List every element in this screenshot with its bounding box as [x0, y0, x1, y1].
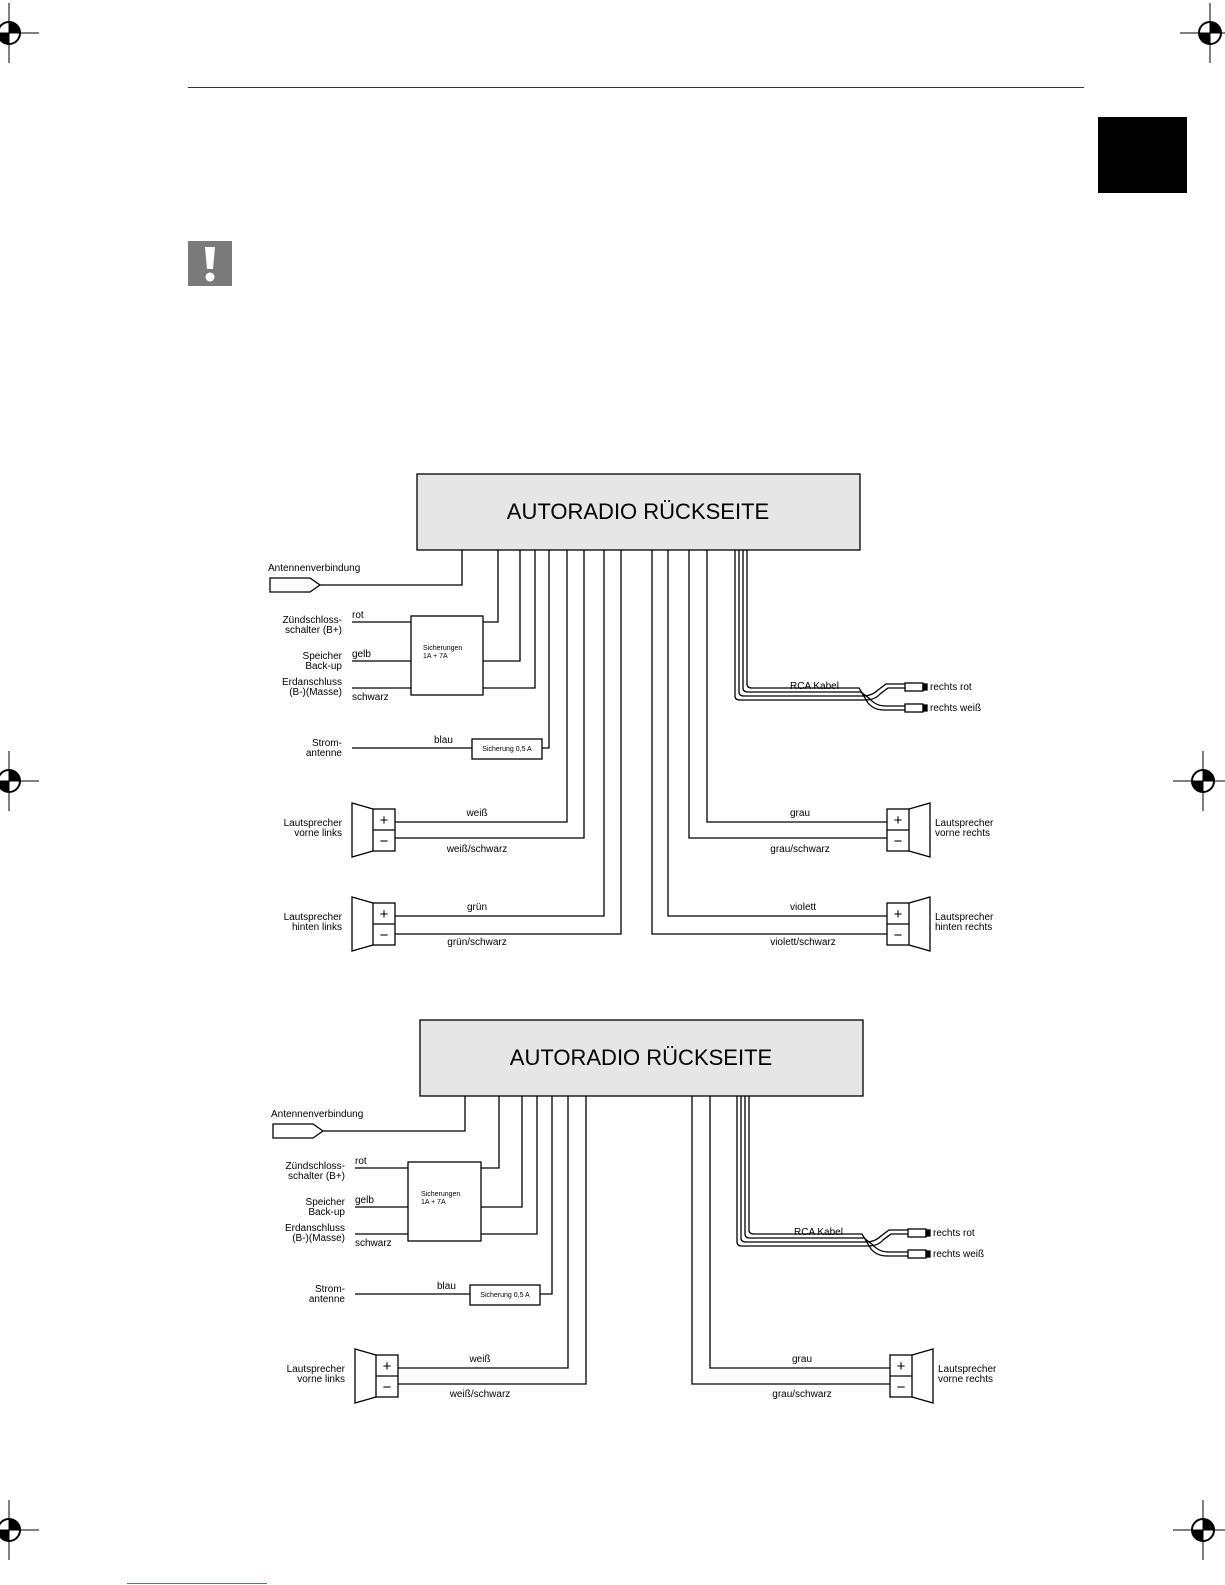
wire-label: schwarz [355, 1238, 392, 1249]
radio-box [419, 1019, 864, 1097]
ignition-label: Zündschloss- [283, 615, 342, 626]
fuse-block-label: 1A + 7A [421, 1199, 446, 1206]
wire-label: rot [352, 610, 364, 621]
footer-link-underline [127, 1583, 267, 1584]
wire-label: weiß/schwarz [446, 844, 508, 855]
ignition-label: schalter (B+) [288, 1171, 345, 1182]
fuse-block [407, 1161, 482, 1242]
fuse-block-label: Sicherungen [423, 645, 462, 652]
speaker-label: hinten rechts [935, 922, 992, 933]
plus-terminal: + [383, 1358, 392, 1375]
memory-label: Speicher [306, 1197, 346, 1208]
registration-mark-icon [0, 751, 39, 811]
header-rule [188, 87, 1084, 88]
wire-label: violett [790, 902, 816, 913]
minus-terminal: − [897, 1379, 906, 1396]
rca-red-label: rechts rot [930, 682, 972, 693]
wire-label: weiß/schwarz [449, 1389, 511, 1400]
fuse-small [471, 738, 543, 760]
ignition-label: schalter (B+) [285, 625, 342, 636]
wire-label: blau [437, 1281, 456, 1292]
antenna-label: Antennenverbindung [268, 563, 360, 574]
plus-terminal: + [894, 812, 903, 829]
registration-mark-icon [1173, 751, 1225, 811]
power-antenna-label: antenne [309, 1294, 346, 1305]
rca-white-label: rechts weiß [930, 703, 981, 714]
fuse-block-label: 1A + 7A [423, 653, 448, 660]
minus-terminal: − [380, 927, 389, 944]
ground-label: Erdanschluss [285, 1223, 345, 1234]
wire-label: grau [792, 1354, 812, 1365]
speaker-label: hinten links [292, 922, 342, 933]
wire-label: grün/schwarz [447, 937, 506, 948]
minus-terminal: − [380, 833, 389, 850]
plus-terminal: + [894, 906, 903, 923]
radio-title: AUTORADIO RÜCKSEITE [510, 1045, 772, 1070]
memory-label: Back-up [305, 661, 342, 672]
wire-label: blau [434, 735, 453, 746]
ground-label: (B-)(Masse) [292, 1233, 345, 1244]
rca-label: RCA Kabel [790, 681, 839, 692]
wire-label: grau/schwarz [770, 844, 829, 855]
chapter-tab [1098, 117, 1187, 193]
plus-terminal: + [380, 812, 389, 829]
speaker-label: Lautsprecher [938, 1364, 997, 1375]
rca-label: RCA Kabel [794, 1227, 843, 1238]
speaker-label: vorne rechts [938, 1374, 993, 1385]
speaker-label: Lautsprecher [935, 912, 994, 923]
speaker-label: Lautsprecher [287, 1364, 346, 1375]
speaker-label: Lautsprecher [284, 912, 343, 923]
wire-label: gelb [355, 1195, 374, 1206]
radio-title: AUTORADIO RÜCKSEITE [507, 499, 769, 524]
plus-terminal: + [897, 1358, 906, 1375]
minus-terminal: − [894, 833, 903, 850]
fuse-small [469, 1284, 541, 1306]
speaker-label: Lautsprecher [935, 818, 994, 829]
memory-label: Speicher [303, 651, 343, 662]
ignition-label: Zündschloss- [286, 1161, 345, 1172]
ground-label: (B-)(Masse) [289, 687, 342, 698]
speaker-label: Lautsprecher [284, 818, 343, 829]
wire-label: weiß [465, 808, 487, 819]
fuse-small-label: Sicherung 0,5 A [482, 746, 532, 753]
wire-label: weiß [468, 1354, 490, 1365]
speaker-label: vorne rechts [935, 828, 990, 839]
registration-mark-icon [0, 1500, 39, 1560]
power-antenna-label: Strom- [312, 738, 342, 749]
wire-label: grau [790, 808, 810, 819]
antenna-plug [269, 577, 322, 593]
memory-label: Back-up [308, 1207, 345, 1218]
registration-mark-icon [0, 3, 39, 63]
power-antenna-label: antenne [306, 748, 343, 759]
antenna-plug [272, 1123, 325, 1139]
fuse-block-label: Sicherungen [421, 1191, 460, 1198]
rca-white-label: rechts weiß [933, 1249, 984, 1260]
wire-label: grau/schwarz [772, 1389, 831, 1400]
exclamation-icon [188, 241, 232, 286]
wire-label: gelb [352, 649, 371, 660]
plus-terminal: + [380, 906, 389, 923]
ground-label: Erdanschluss [282, 677, 342, 688]
power-antenna-label: Strom- [315, 1284, 345, 1295]
fuse-block [410, 615, 484, 696]
wire-label: violett/schwarz [770, 937, 836, 948]
minus-terminal: − [894, 927, 903, 944]
wire-label: rot [355, 1156, 367, 1167]
minus-terminal: − [383, 1379, 392, 1396]
wire-label: grün [467, 902, 487, 913]
registration-mark-icon [1180, 3, 1225, 63]
fuse-small-label: Sicherung 0,5 A [480, 1292, 530, 1299]
wire-label: schwarz [352, 692, 389, 703]
speaker-label: vorne links [294, 828, 342, 839]
speaker-label: vorne links [297, 1374, 345, 1385]
antenna-label: Antennenverbindung [271, 1109, 363, 1120]
registration-mark-icon [1173, 1500, 1225, 1560]
radio-box [416, 473, 861, 551]
rca-red-label: rechts rot [933, 1228, 975, 1239]
